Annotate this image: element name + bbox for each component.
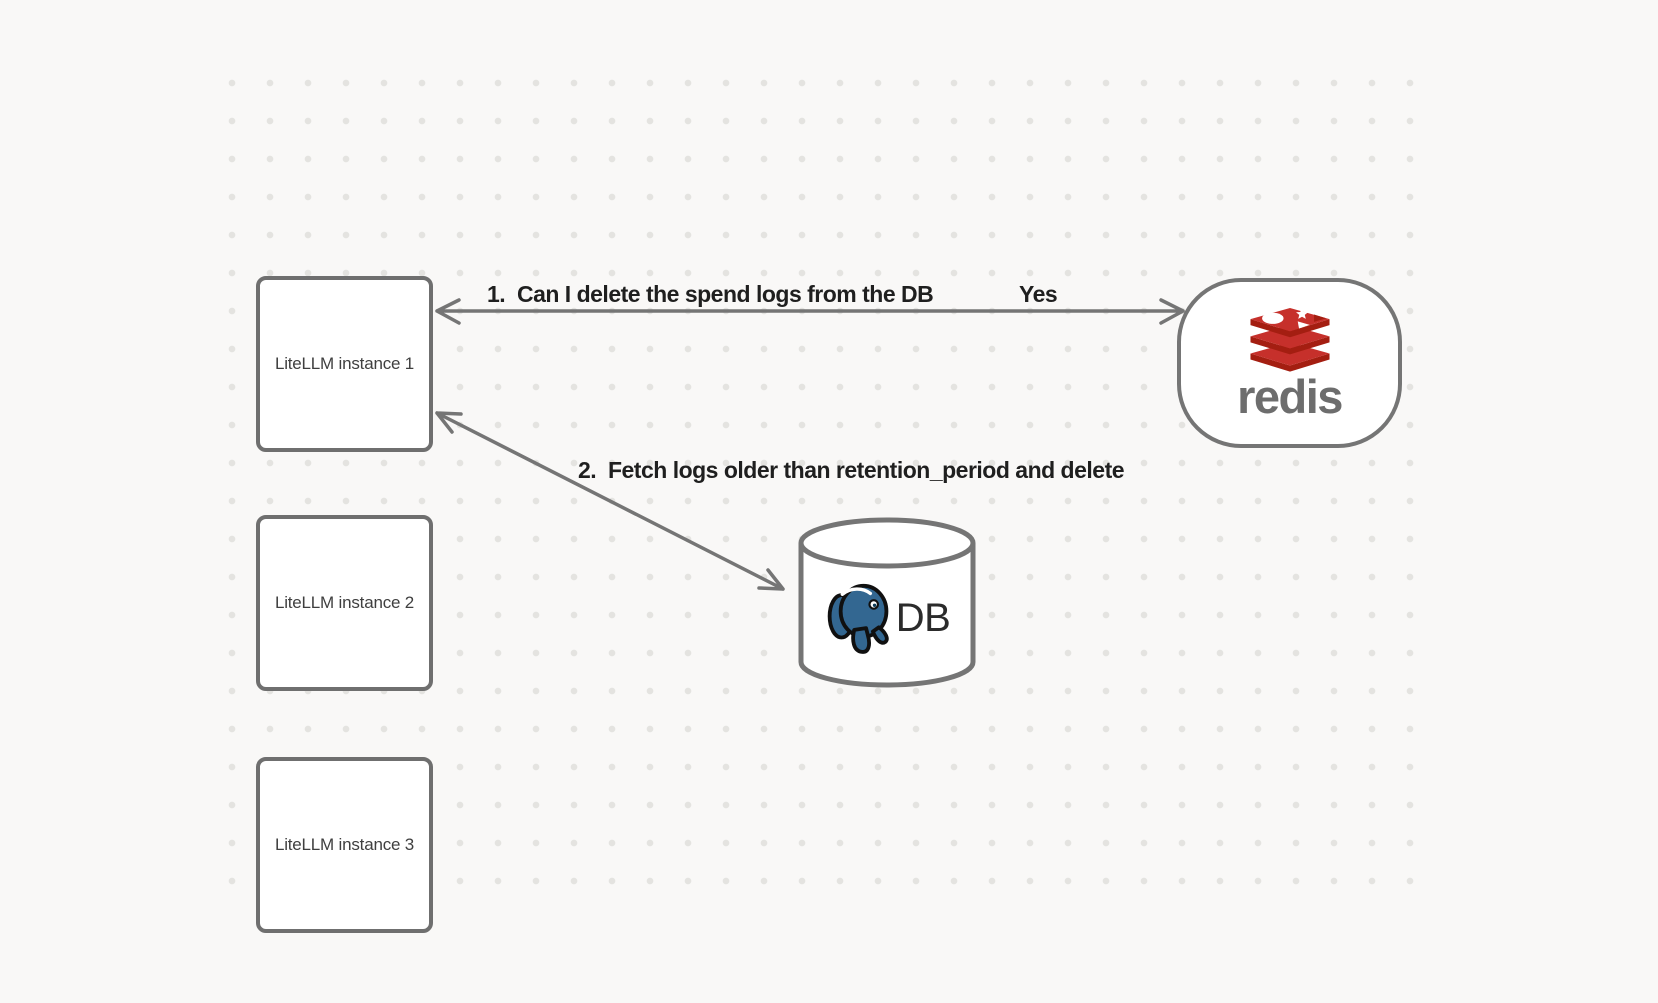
- node-litellm-instance-2: LiteLLM instance 2: [256, 515, 433, 691]
- arrow-group: [435, 298, 1185, 591]
- arrow-redis-litellm: [435, 298, 1185, 325]
- arrow-1-label: 1. Can I delete the spend logs from the …: [487, 281, 934, 307]
- redis-wordmark: redis: [1237, 369, 1343, 423]
- db-content: DB: [797, 577, 977, 659]
- arrow-1-response-label: Yes: [1019, 281, 1058, 307]
- redis-stack-icon: [1249, 307, 1330, 372]
- node-label: LiteLLM instance 3: [274, 835, 415, 854]
- db-label: DB: [895, 595, 951, 640]
- node-litellm-instance-1: LiteLLM instance 1: [256, 276, 433, 452]
- node-label: LiteLLM instance 2: [274, 593, 415, 612]
- arrow-litellm-db: [435, 411, 785, 591]
- node-redis: redis: [1177, 278, 1402, 448]
- node-litellm-instance-3: LiteLLM instance 3: [256, 757, 433, 933]
- arrow-2-label: 2. Fetch logs older than retention_perio…: [578, 457, 1125, 483]
- node-label: LiteLLM instance 1: [274, 354, 415, 373]
- postgresql-elephant-icon: [827, 583, 889, 654]
- node-database: DB: [797, 515, 977, 690]
